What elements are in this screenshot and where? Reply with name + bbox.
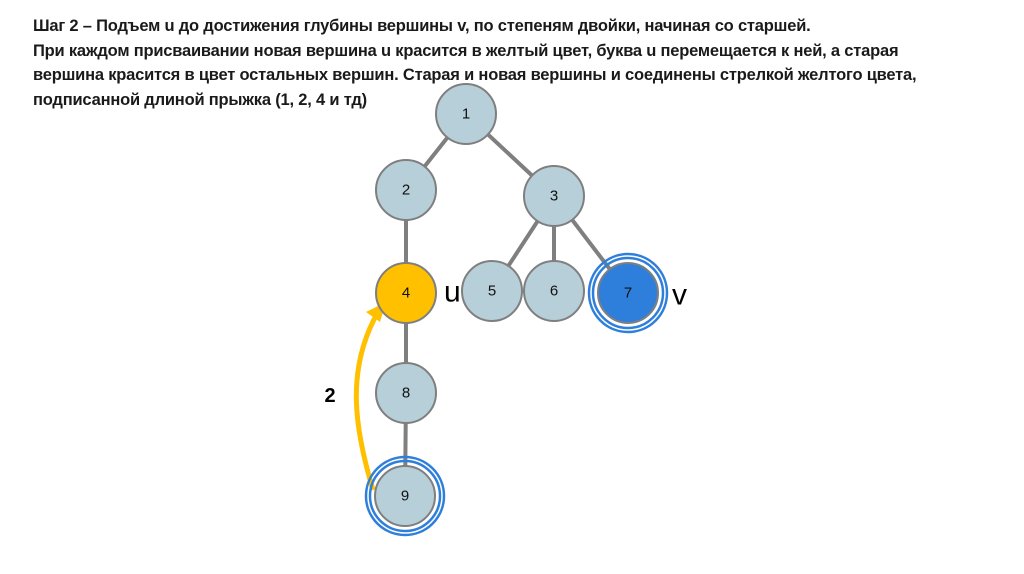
highlight-ring: [364, 455, 446, 537]
node-circle: [597, 262, 659, 324]
tree-node-7: 7: [587, 252, 669, 334]
node-label: 7: [624, 285, 632, 302]
node-circle: [375, 159, 437, 221]
node-circle: [523, 165, 585, 227]
node-circle: [375, 262, 437, 324]
tree-node-1: 1: [435, 83, 497, 145]
node-label: 2: [402, 182, 410, 199]
highlight-ring: [368, 459, 442, 533]
node-circle: [435, 83, 497, 145]
node-label: 6: [550, 283, 558, 300]
node-label: 9: [401, 488, 409, 505]
node-circle: [374, 465, 436, 527]
highlight-ring: [587, 252, 669, 334]
jump-arrow: [353, 310, 381, 491]
node-label: 5: [488, 283, 496, 300]
v-label: v: [672, 279, 687, 312]
text-line: При каждом присваивании новая вершина u …: [33, 41, 899, 60]
highlight-ring: [591, 256, 665, 330]
node-label: 3: [550, 188, 558, 205]
text-line: вершина красится в цвет остальных вершин…: [33, 66, 917, 84]
node-circle: [375, 362, 437, 424]
node-label: 8: [402, 385, 410, 402]
tree-node-9: 9: [364, 455, 446, 537]
tree-node-5: 5: [461, 260, 523, 322]
text-line: подписанной длиной прыжка (1, 2, 4 и тд): [33, 90, 367, 109]
text-line: Шаг 2 – Подъем u до достижения глубины в…: [33, 17, 811, 35]
tree-node-2: 2: [375, 159, 437, 221]
jump-length-label: 2: [324, 385, 335, 407]
node-label: 1: [462, 106, 470, 123]
tree-node-6: 6: [523, 260, 585, 322]
u-label: u: [444, 276, 461, 309]
node-circle: [461, 260, 523, 322]
node-circle: [523, 260, 585, 322]
node-label: 4: [402, 285, 410, 302]
tree-node-8: 8: [375, 362, 437, 424]
slide-text: Шаг 2 – Подъем u до достижения глубины в…: [33, 14, 993, 112]
tree-node-3: 3: [523, 165, 585, 227]
tree-node-4: 4: [375, 262, 437, 324]
